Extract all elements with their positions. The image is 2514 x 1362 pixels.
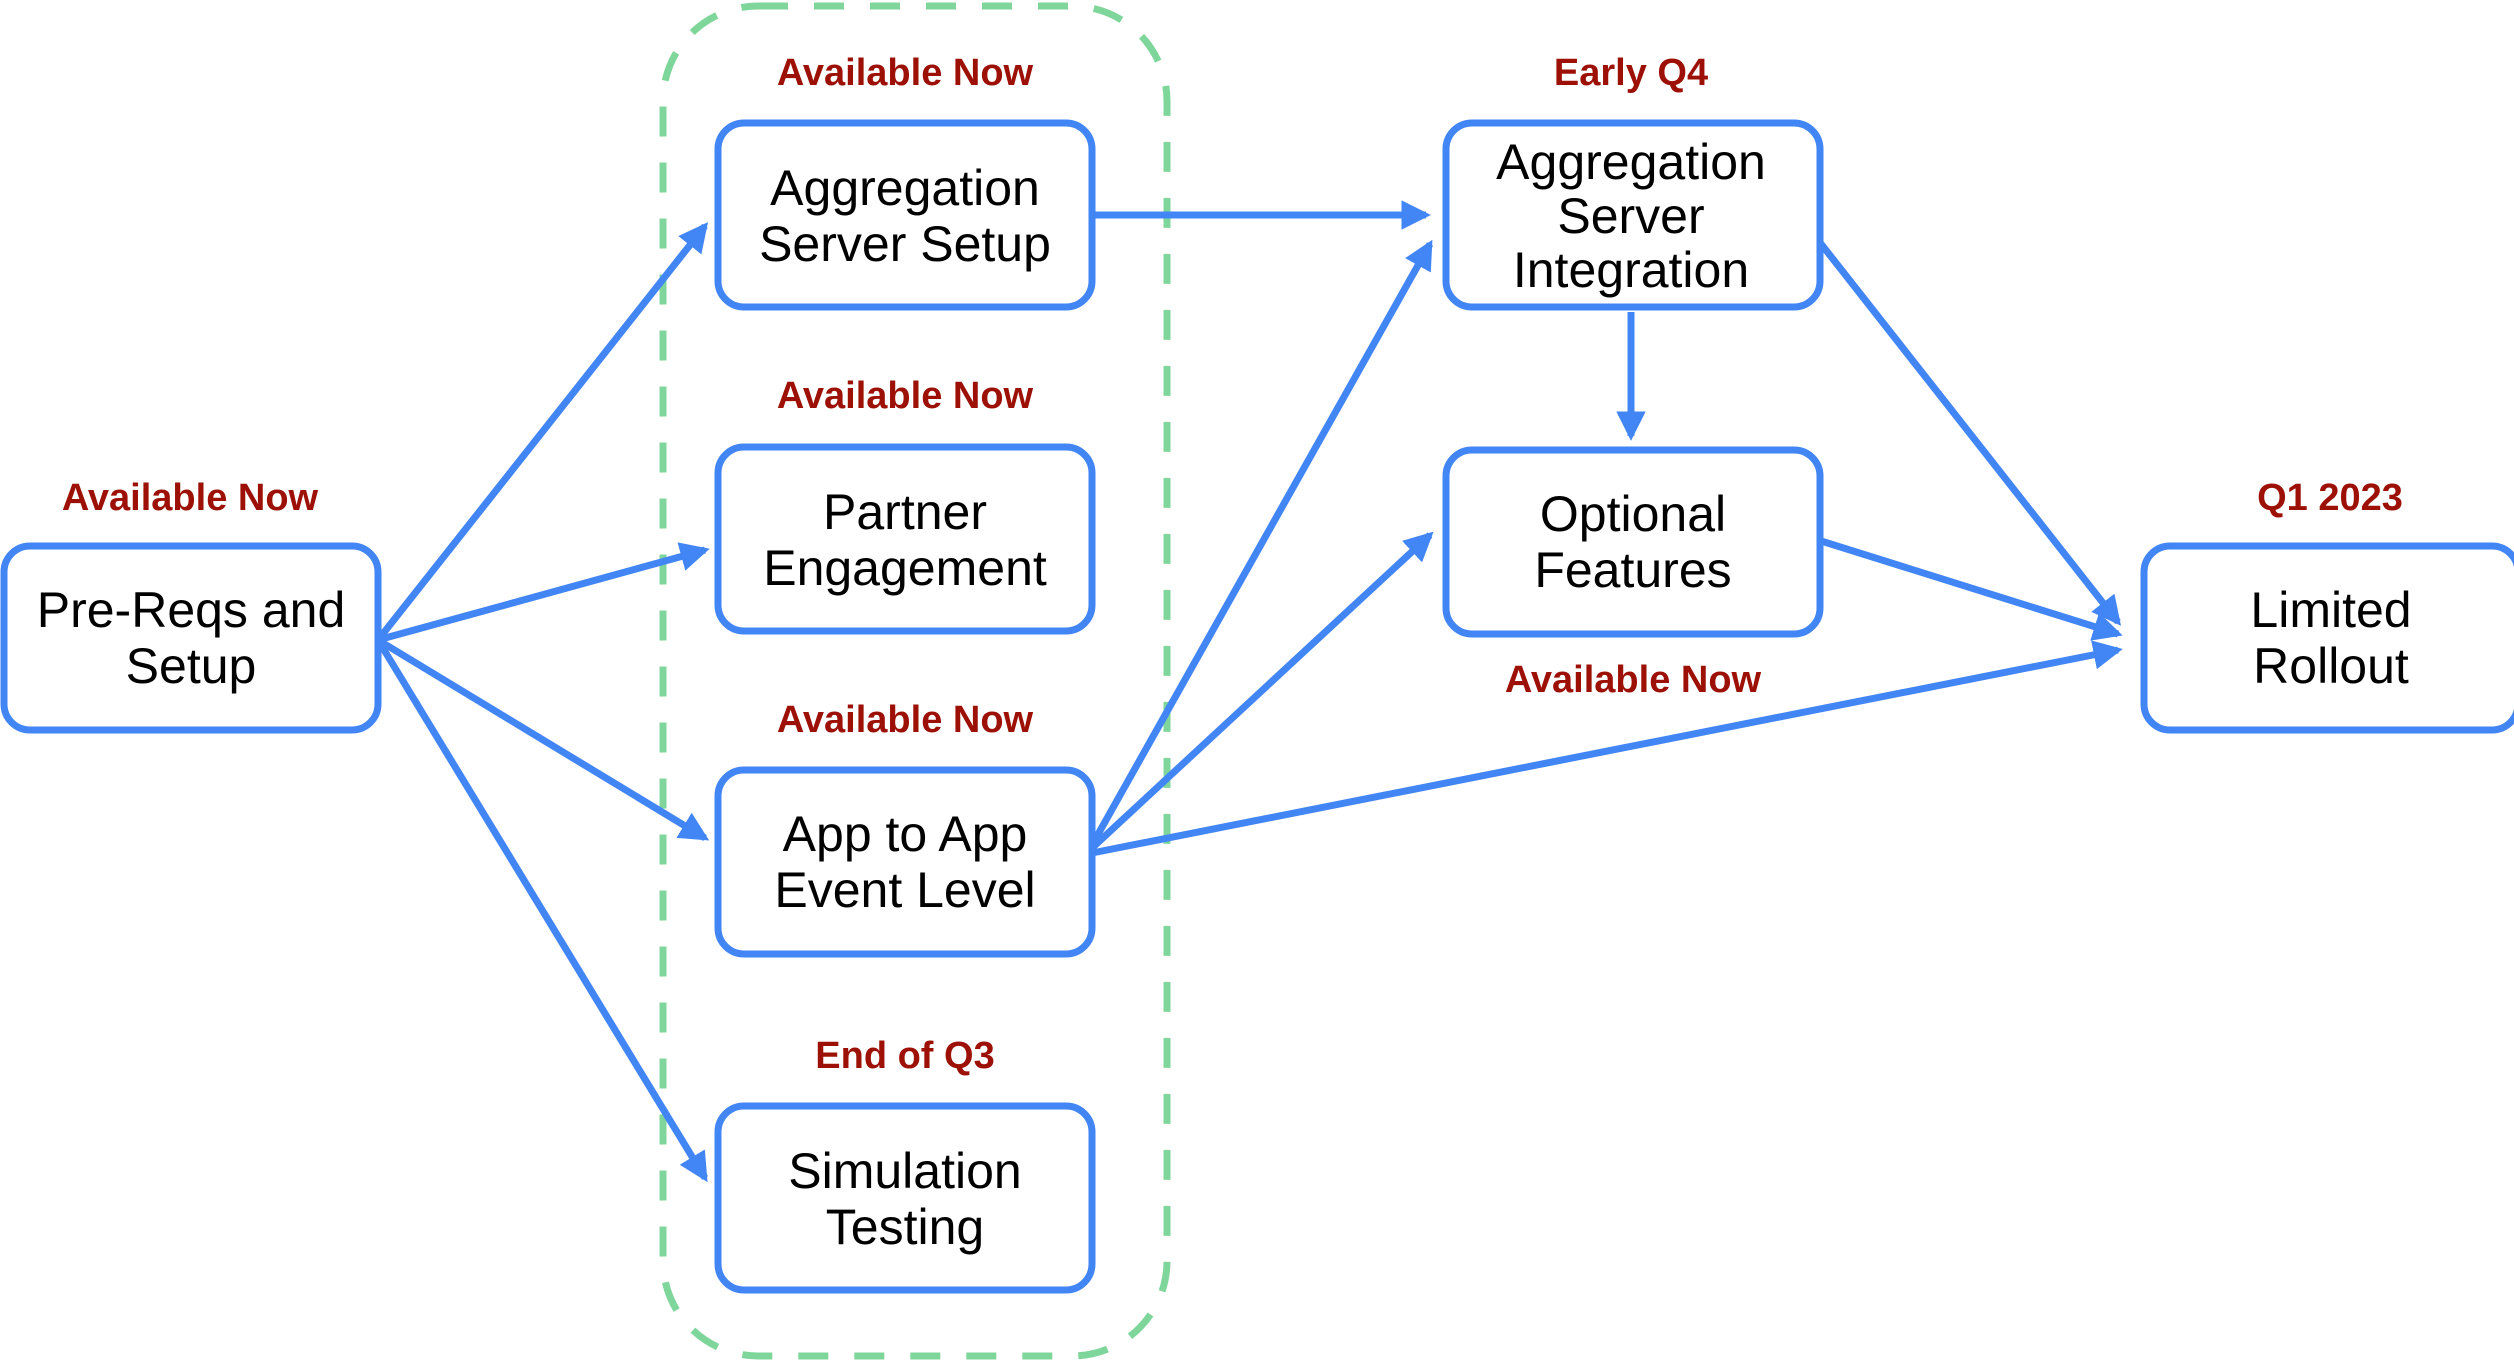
status-badge-aggregation-server-integration: Early Q4 [1554,52,1708,94]
edge-prereqs-to-partner-engagement [377,542,710,644]
status-badge-partner-engagement: Available Now [777,375,1034,417]
node-partner-engagement[interactable]: Available Now Partner Engagement [714,375,1096,635]
edge-prereqs-to-app-to-app [376,637,710,841]
status-badge-optional-features: Available Now [1505,659,1762,701]
node-box-aggregation-server-integration[interactable] [1442,119,1824,311]
node-label-optional-features-line2: Features [1534,542,1731,598]
node-simulation-testing[interactable]: End of Q3 Simulation Testing [714,1035,1096,1294]
node-label-app-to-app-event-level-line1: App to App [783,806,1028,862]
node-limited-rollout[interactable]: Q1 2023 Limited Rollout [2140,477,2514,734]
node-label-simulation-testing-line1: Simulation [788,1143,1021,1199]
node-label-pre-reqs-line2: Setup [126,638,257,694]
status-badge-pre-reqs: Available Now [62,477,319,519]
edge-app-to-app-to-optional-features [1089,531,1434,851]
node-label-app-to-app-event-level-line2: Event Level [774,862,1035,918]
node-label-optional-features-line1: Optional [1540,486,1726,542]
status-badge-aggregation-server-setup: Available Now [777,52,1034,94]
node-label-aggregation-server-setup-line2: Server Setup [759,216,1051,272]
status-badge-limited-rollout: Q1 2023 [2257,477,2403,519]
edge-app-to-app-to-agg-integration [1088,239,1434,847]
node-label-partner-engagement-line2: Engagement [763,540,1047,596]
node-aggregation-server-integration[interactable]: Early Q4 Aggregation Server Integration [1442,52,1824,311]
edge-optional-features-to-limited-rollout [1816,536,2123,641]
node-app-to-app-event-level[interactable]: Available Now App to App Event Level [714,699,1096,958]
available-now-group-boundary [659,2,1171,1360]
node-label-limited-rollout-line2: Rollout [2253,638,2409,694]
status-badge-simulation-testing: End of Q3 [815,1035,994,1077]
node-label-aggregation-server-setup-line1: Aggregation [770,160,1040,216]
node-pre-reqs-and-setup[interactable]: Available Now Pre-Reqs and Setup [0,477,382,734]
node-label-aggregation-server-integration-line2: Server [1557,188,1704,244]
node-box-limited-rollout[interactable] [2140,542,2514,734]
node-box-optional-features[interactable] [1442,446,1824,638]
node-label-aggregation-server-integration-line1: Aggregation [1496,134,1766,190]
node-label-aggregation-server-integration-line3: Integration [1513,242,1749,298]
status-badge-app-to-app-event-level: Available Now [777,699,1034,741]
edge-agg-integration-to-limited-rollout [1815,237,2122,626]
node-box-app-to-app-event-level[interactable] [714,766,1096,958]
edge-prereqs-to-simulation-testing [375,638,708,1183]
node-optional-features[interactable]: Optional Features Available Now [1442,446,1824,701]
node-aggregation-server-setup[interactable]: Available Now Aggregation Server Setup [714,52,1096,311]
node-label-partner-engagement-line1: Partner [823,484,987,540]
node-box-partner-engagement[interactable] [714,443,1096,635]
node-box-pre-reqs[interactable] [0,542,382,734]
node-label-limited-rollout-line1: Limited [2250,582,2411,638]
node-label-pre-reqs-line1: Pre-Reqs and [37,582,346,638]
edge-prereqs-to-aggregation-server-setup [375,222,709,643]
node-box-aggregation-server-setup[interactable] [714,119,1096,311]
edge-app-to-app-to-limited-rollout [1091,640,2123,857]
node-box-simulation-testing[interactable] [714,1102,1096,1294]
node-label-simulation-testing-line2: Testing [826,1199,984,1255]
